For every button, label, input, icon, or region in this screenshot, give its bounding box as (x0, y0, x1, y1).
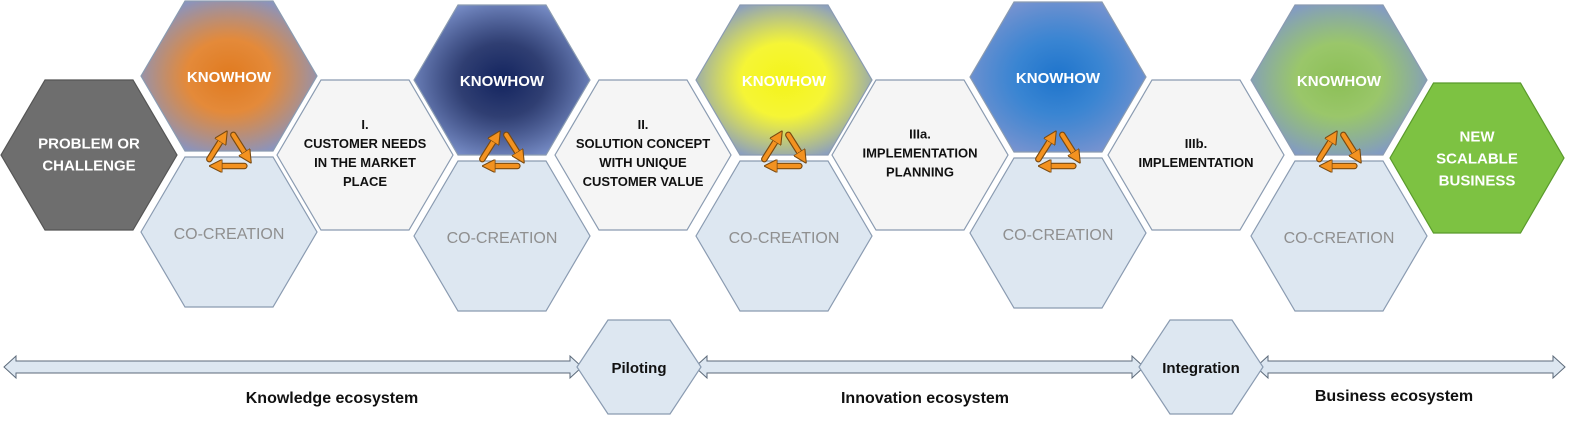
transition-label: Piloting (612, 360, 667, 377)
stage-3-label-line: PLANNING (886, 165, 954, 180)
knowhow-label: KNOWHOW (1016, 70, 1101, 87)
knowhow-hexagon (1250, 4, 1428, 156)
cocreation-label: CO-CREATION (1284, 230, 1395, 247)
stage-2-label-line: WITH UNIQUE (599, 155, 687, 170)
new-business-hexagon (1389, 82, 1565, 234)
problem-hexagon (0, 79, 178, 231)
stage-2-label-line: CUSTOMER VALUE (583, 174, 704, 189)
problem-label-line: PROBLEM OR (38, 135, 140, 152)
ecosystem-label: Knowledge ecosystem (246, 390, 419, 407)
ecosystem-label: Business ecosystem (1315, 388, 1473, 405)
recycle-icon (761, 135, 802, 166)
stage-2-label-line: II. (638, 117, 649, 132)
stage-1-label-line: CUSTOMER NEEDS (304, 136, 427, 151)
knowledge-ecosystem-arrow (3, 354, 583, 380)
cocreation-hexagon (140, 156, 318, 308)
recycle-icon (1035, 135, 1076, 166)
business-ecosystem-arrow (1255, 354, 1566, 380)
cocreation-label: CO-CREATION (1003, 227, 1114, 244)
cocreation-hexagon (413, 160, 591, 312)
stage-1-label-line: I. (361, 117, 368, 132)
stage-hexagon (554, 79, 732, 231)
stage-hexagon (831, 79, 1009, 231)
recycle-icon (1316, 135, 1357, 166)
knowhow-hexagon (413, 4, 591, 156)
knowhow-hexagon (969, 1, 1147, 153)
knowhow-label: KNOWHOW (187, 69, 272, 86)
transition-hexagon (576, 319, 702, 415)
new-business-label-line: NEW (1460, 128, 1496, 145)
cocreation-hexagon (695, 160, 873, 312)
cocreation-label: CO-CREATION (729, 230, 840, 247)
recycle-icon (206, 135, 247, 166)
cocreation-label: CO-CREATION (174, 226, 285, 243)
knowhow-hexagon (140, 0, 318, 152)
cocreation-label: CO-CREATION (447, 230, 558, 247)
knowhow-label: KNOWHOW (460, 73, 545, 90)
cocreation-hexagon (969, 157, 1147, 309)
stage-2-label-line: SOLUTION CONCEPT (576, 136, 710, 151)
stage-hexagon (276, 79, 454, 231)
stage-3-label-line: IMPLEMENTATION (862, 146, 977, 161)
stage-1-label-line: PLACE (343, 174, 387, 189)
problem-label-line: CHALLENGE (42, 157, 135, 174)
stage-4-label-line: IIIb. (1185, 136, 1207, 151)
transition-hexagon (1138, 319, 1264, 415)
new-business-label-line: BUSINESS (1439, 172, 1516, 189)
recycle-icon (479, 135, 520, 166)
knowhow-label: KNOWHOW (742, 73, 827, 90)
cocreation-hexagon (1250, 160, 1428, 312)
transition-label: Integration (1162, 360, 1240, 377)
knowhow-label: KNOWHOW (1297, 73, 1382, 90)
knowhow-hexagon (695, 4, 873, 156)
ecosystem-label: Innovation ecosystem (841, 390, 1009, 407)
stage-1-label-line: IN THE MARKET (314, 155, 416, 170)
innovation-ecosystem-arrow (694, 354, 1145, 380)
stage-hexagon (1107, 79, 1285, 231)
stage-3-label-line: IIIa. (909, 127, 931, 142)
new-business-label-line: SCALABLE (1436, 150, 1518, 167)
stage-4-label-line: IMPLEMENTATION (1138, 155, 1253, 170)
